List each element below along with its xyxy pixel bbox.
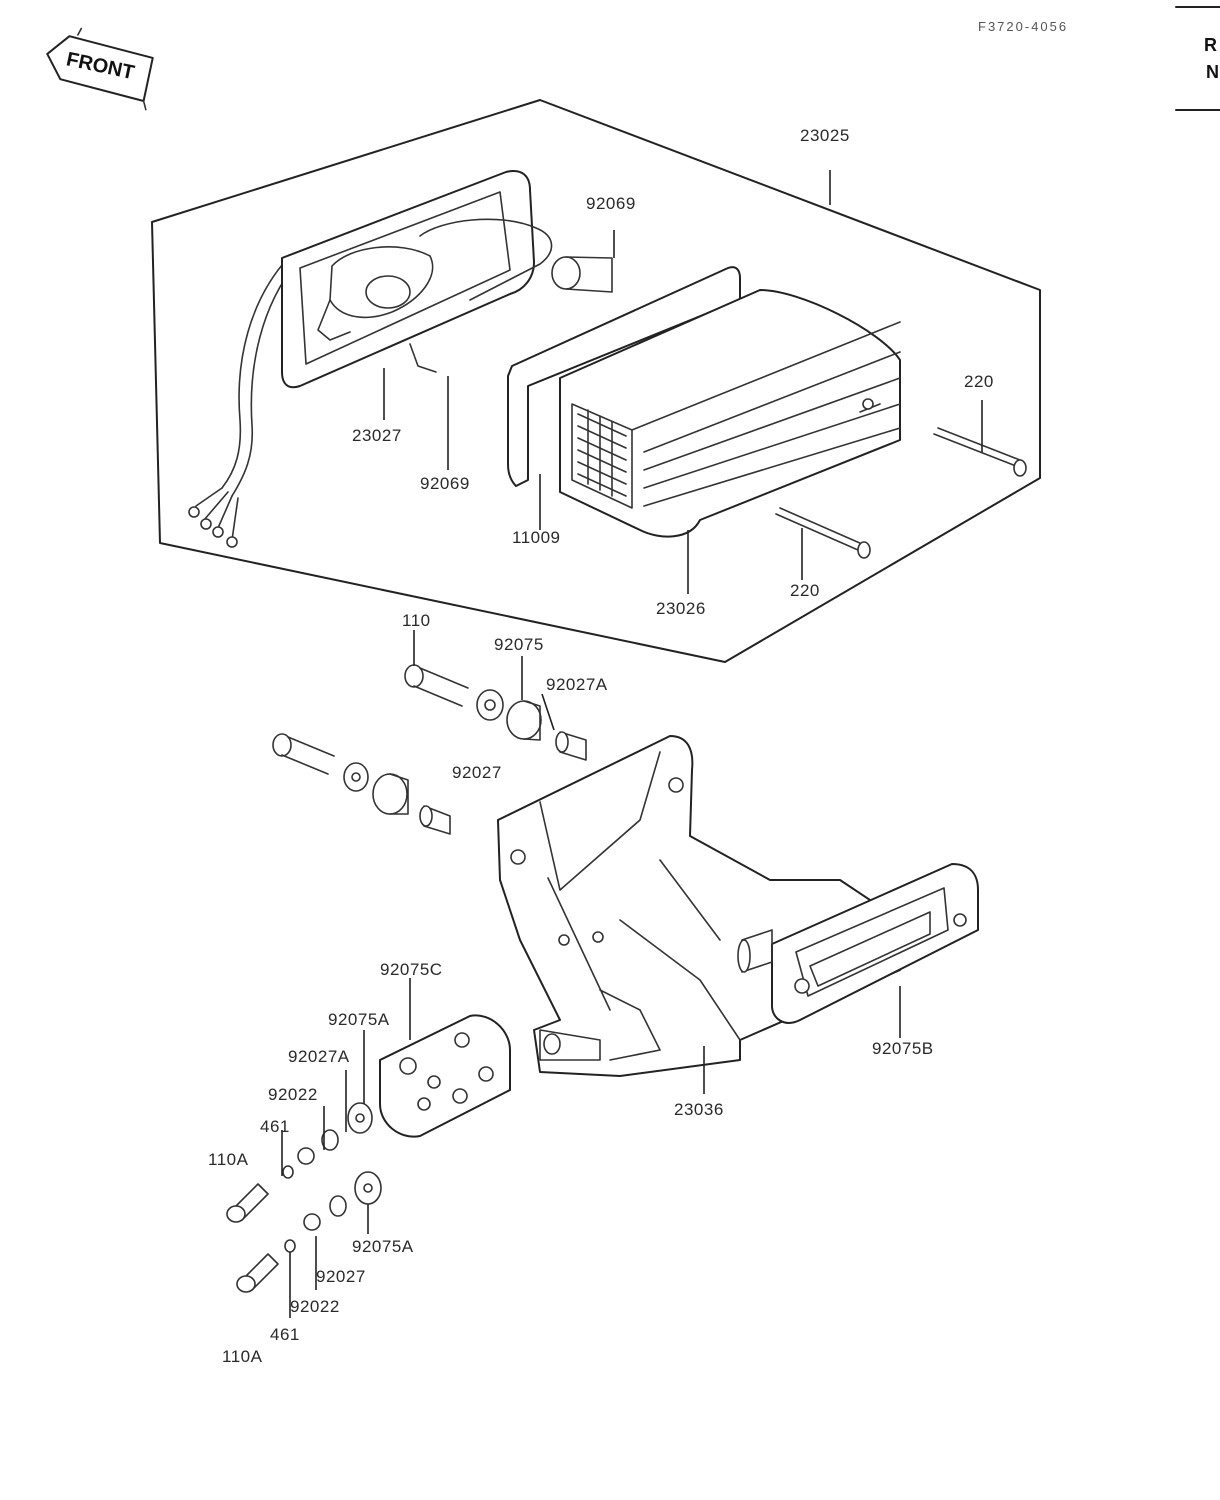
part-label: 92069: [586, 194, 636, 213]
part-label: 92075: [494, 635, 544, 654]
assembly-outline: [151, 99, 1041, 663]
part-label: 92027A: [546, 675, 608, 694]
part-label: 92075C: [380, 960, 443, 979]
part-label: 92022: [268, 1085, 318, 1104]
lamp-housing: [281, 170, 613, 389]
part-label: 92022: [290, 1297, 340, 1316]
part-label: 23026: [656, 599, 706, 618]
part-label: 92027: [316, 1267, 366, 1286]
mount-bracket: [497, 735, 901, 1077]
mount-plate: [379, 1014, 511, 1138]
upper-bolt-stack: [404, 664, 587, 761]
lower-fastener-stack: [226, 1102, 382, 1293]
part-label: 92027: [452, 763, 502, 782]
part-label: 110A: [208, 1150, 249, 1169]
edge-tab: R N: [1175, 6, 1220, 111]
part-label: 92069: [420, 474, 470, 493]
screws-220: [775, 427, 1027, 559]
front-label: FRONT: [64, 48, 136, 84]
edge-tab-letter-2: N: [1206, 62, 1219, 82]
leader-lines: [281, 170, 983, 1318]
part-label: 461: [270, 1325, 300, 1344]
reflector: [737, 863, 979, 1024]
part-labels: 23025 92069 23027 92069 220 11009 23026 …: [208, 126, 994, 1366]
tail-lens: [507, 266, 901, 538]
part-label: 461: [260, 1117, 290, 1136]
edge-tab-letter-1: R: [1204, 35, 1217, 55]
part-label: 23025: [800, 126, 850, 145]
part-label: 92027A: [288, 1047, 350, 1066]
doc-code: F3720-4056: [978, 19, 1068, 34]
part-label: 92075A: [328, 1010, 390, 1029]
part-label: 23027: [352, 426, 402, 445]
front-arrow-icon: FRONT: [46, 27, 154, 111]
part-label: 92075A: [352, 1237, 414, 1256]
part-label: 220: [790, 581, 820, 600]
part-label: 110: [402, 611, 431, 630]
part-label: 220: [964, 372, 994, 391]
part-label: 92075B: [872, 1039, 934, 1058]
part-label: 110A: [222, 1347, 263, 1366]
left-bolt-stack: [272, 733, 451, 835]
wire-harness: [188, 257, 298, 548]
part-label: 11009: [512, 528, 561, 547]
part-label: 23036: [674, 1100, 724, 1119]
